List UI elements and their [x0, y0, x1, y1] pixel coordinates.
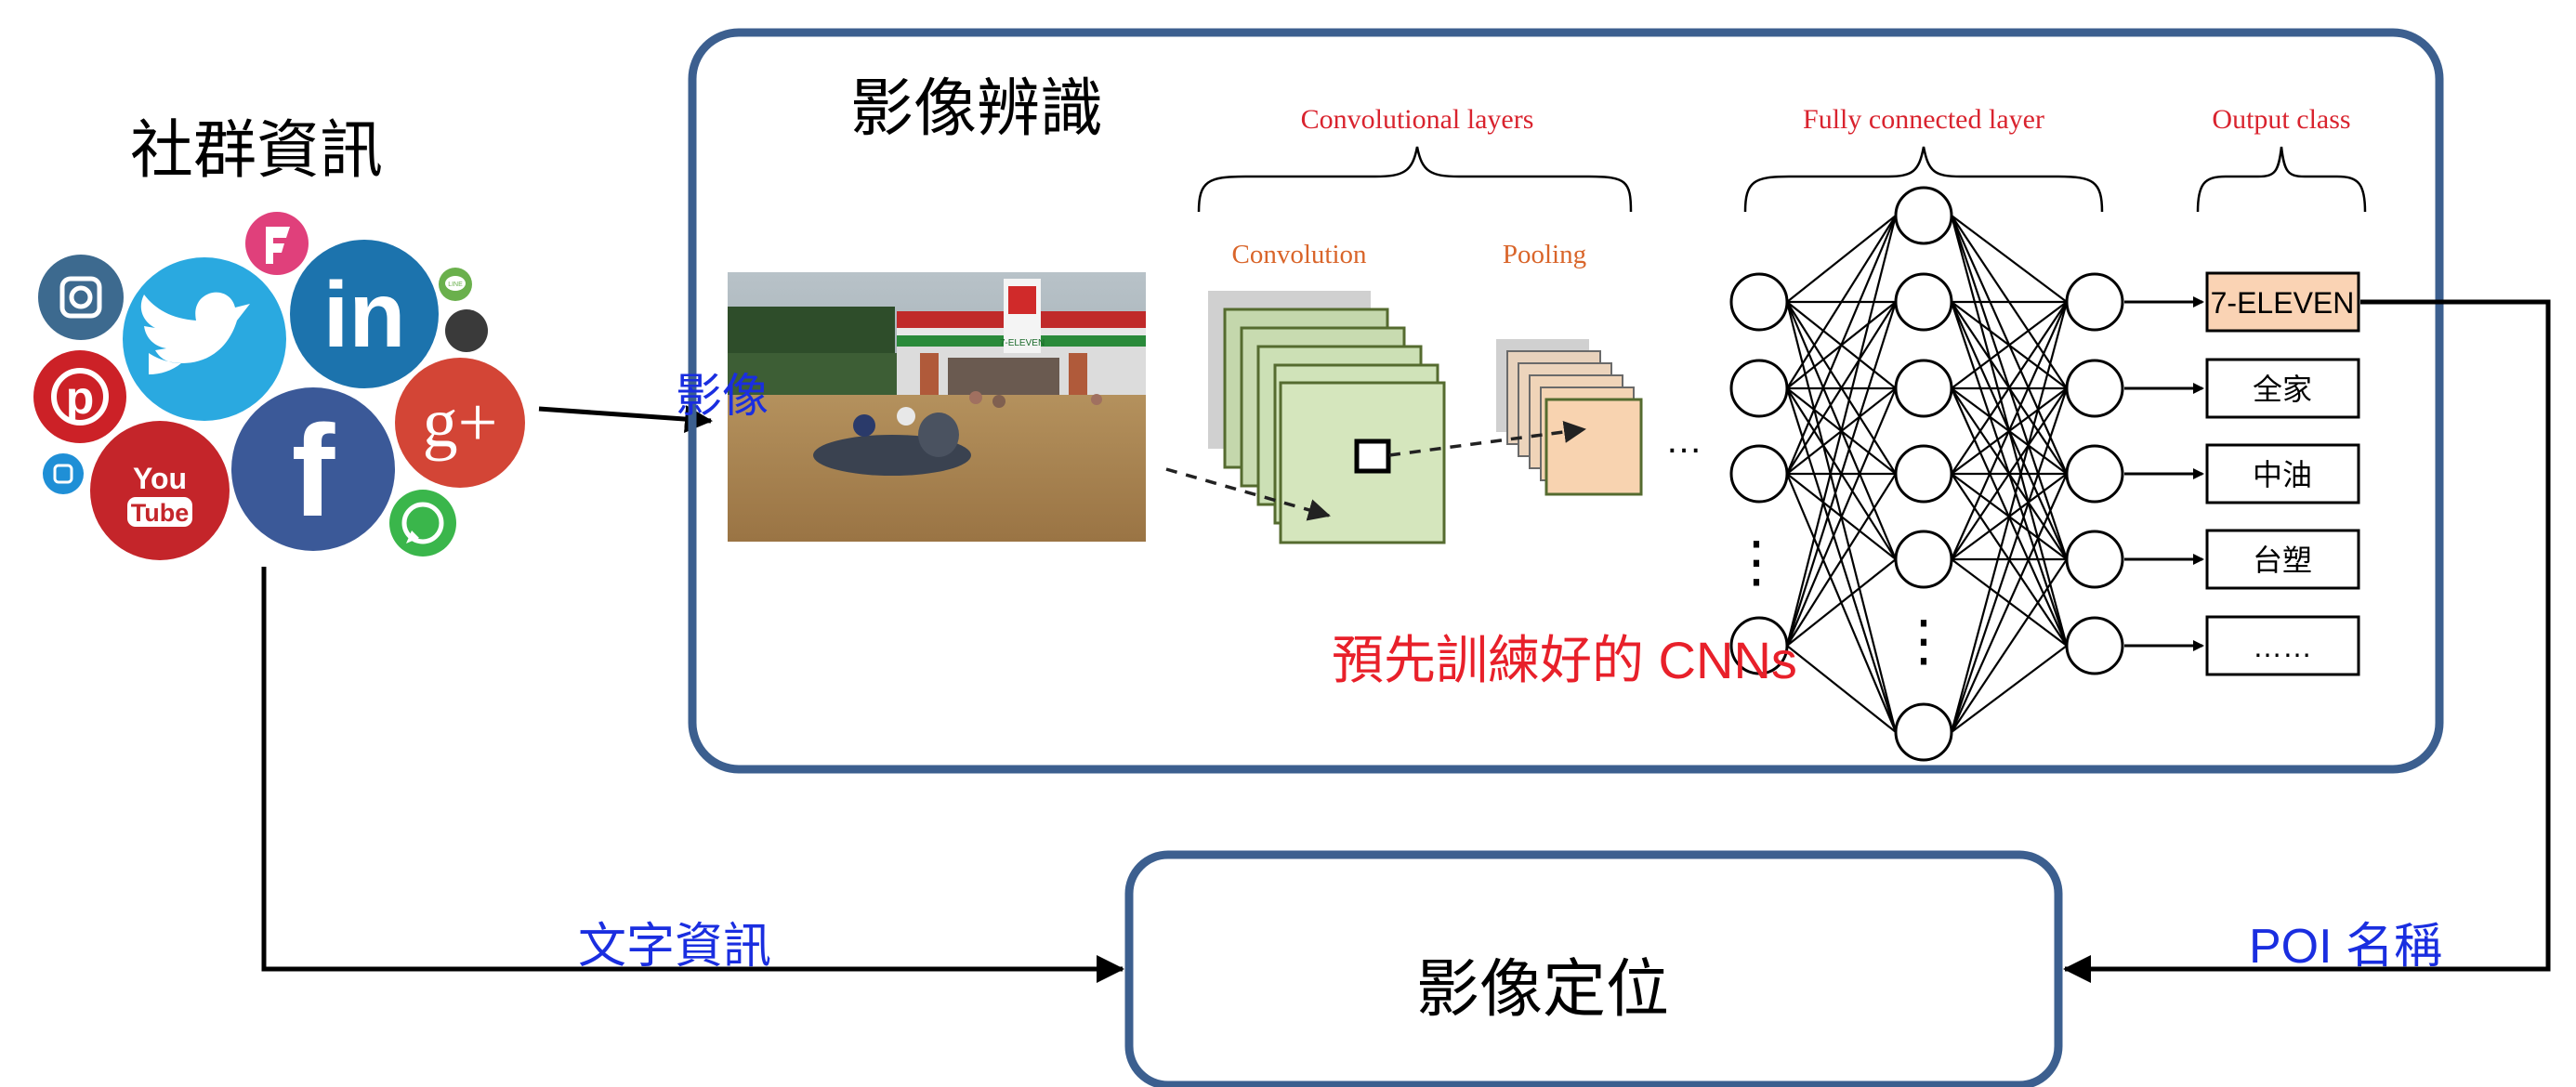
fc-connection: [1951, 645, 2068, 733]
facebook-icon: f: [231, 387, 395, 551]
fc-neuron: [2065, 272, 2124, 332]
fc-connection: [1951, 215, 2068, 303]
fc-neuron: [1894, 186, 1953, 245]
poi-arrow: [2063, 299, 2551, 983]
output-class-label: 中油: [2253, 458, 2312, 491]
linkedin-icon: in: [290, 240, 439, 388]
output-class-label: 台塑: [2253, 544, 2312, 577]
fc-neuron: [1729, 359, 1789, 418]
fc-vdots-left: ⋮: [1728, 530, 1784, 593]
foursquare-icon: [245, 212, 309, 275]
fc-neuron: [1894, 359, 1953, 418]
twitter-icon: [123, 257, 286, 421]
fc-connection: [1950, 301, 2069, 560]
fc-neuron: [1729, 616, 1789, 675]
svg-text:7-ELEVEN: 7-ELEVEN: [1000, 338, 1045, 348]
svg-text:in: in: [323, 263, 406, 367]
output-class-box: [2205, 529, 2360, 590]
output-class-brace: [2196, 146, 2367, 213]
pooling-label: Pooling: [1503, 240, 1586, 269]
fc-neuron: [1729, 272, 1789, 332]
fc-layer-header: Fully connected layer: [1803, 104, 2044, 135]
fc-connection: [1950, 387, 2069, 733]
instagram-icon: [38, 255, 124, 340]
pretrained-cnns-label: 預先訓練好的 CNNs: [1332, 631, 1797, 689]
localization-box: [1124, 850, 2063, 1087]
fc-neuron: [2065, 359, 2124, 418]
output-class-box: [2205, 358, 2360, 419]
svg-text:g+: g+: [423, 384, 498, 462]
fc-connection: [1786, 215, 1897, 303]
output-class-box: [2205, 443, 2360, 504]
output-class-label: ……: [2253, 630, 2312, 663]
fc-connection: [1785, 301, 1898, 647]
kernel-window: [1354, 439, 1391, 474]
convolution-label: Convolution: [1231, 240, 1367, 269]
fc-connection: [1786, 301, 1897, 475]
fc-network: [1729, 186, 2124, 762]
fc-neuron: [2065, 530, 2124, 589]
fc-connection: [1786, 558, 1897, 647]
fc-connection: [1950, 473, 2069, 733]
conv-layers-brace: [1197, 146, 1633, 213]
svg-text:You: You: [133, 462, 187, 495]
whatsapp-icon: [389, 490, 456, 557]
fc-layer-brace: [1743, 146, 2104, 213]
output-class-box: [2205, 271, 2360, 333]
fc-neuron: [2065, 616, 2124, 675]
pinterest-icon: p: [33, 350, 126, 443]
text-info-label: 文字資訊: [578, 920, 771, 974]
pooling-stack: [1496, 339, 1643, 496]
youtube-icon: You Tube: [90, 421, 230, 560]
svg-text:p: p: [66, 372, 95, 424]
input-photo: 7-ELEVEN: [728, 272, 1146, 542]
fc-connection: [1786, 473, 1897, 647]
output-class-box: [2205, 615, 2360, 676]
localization-title: 影像定位: [1416, 954, 1669, 1025]
fc-vdots-middle: ⋮: [1896, 609, 1952, 672]
line-icon: LINE: [439, 268, 472, 301]
layers-ellipsis: …: [1665, 420, 1702, 461]
fc-connection: [1951, 301, 2068, 389]
social-icons-cluster: LINE in p g+ You Tube: [33, 212, 525, 560]
fc-neuron: [2065, 444, 2124, 504]
dashed-arrow-conv-to-pool: [1388, 421, 1586, 457]
fc-neuron: [1894, 272, 1953, 332]
svg-text:Tube: Tube: [131, 499, 190, 527]
svg-text:f: f: [292, 398, 335, 544]
conv-layers-header: Convolutional layers: [1301, 104, 1534, 135]
output-class-header: Output class: [2212, 104, 2350, 135]
recognition-title: 影像辨識: [850, 73, 1103, 144]
svg-text:LINE: LINE: [448, 282, 463, 288]
dot-icon: [445, 309, 488, 352]
output-class-label: 全家: [2253, 373, 2312, 406]
social-to-image-arrow: [538, 405, 713, 434]
googleplus-icon: g+: [395, 358, 525, 488]
output-class-label: 7-ELEVEN: [2211, 286, 2355, 320]
fc-connection: [1786, 215, 1897, 389]
image-input-label: 影像: [676, 370, 769, 422]
fc-connection: [1785, 215, 1898, 647]
social-title: 社群資訊: [130, 115, 383, 186]
fc-neuron: [1894, 530, 1953, 589]
fc-neuron: [1729, 444, 1789, 504]
dashed-arrow-image-to-conv: [1165, 467, 1331, 521]
fc-connection: [1786, 645, 1897, 733]
small-blue-icon: [43, 453, 84, 494]
fc-connection: [1950, 301, 2069, 733]
fc-neuron: [1894, 444, 1953, 504]
recognition-frame: [688, 28, 2444, 774]
fc-connection: [1951, 558, 2068, 733]
fc-connection: [1785, 387, 1898, 647]
fc-connection: [1785, 215, 1898, 475]
poi-label: POI 名稱: [2249, 920, 2442, 974]
fc-neuron: [1894, 702, 1953, 762]
fc-connection: [1951, 301, 2068, 475]
convolution-stack: [1208, 291, 1446, 544]
fc-connection: [1951, 387, 2068, 560]
text-info-arrow: [261, 567, 1124, 983]
